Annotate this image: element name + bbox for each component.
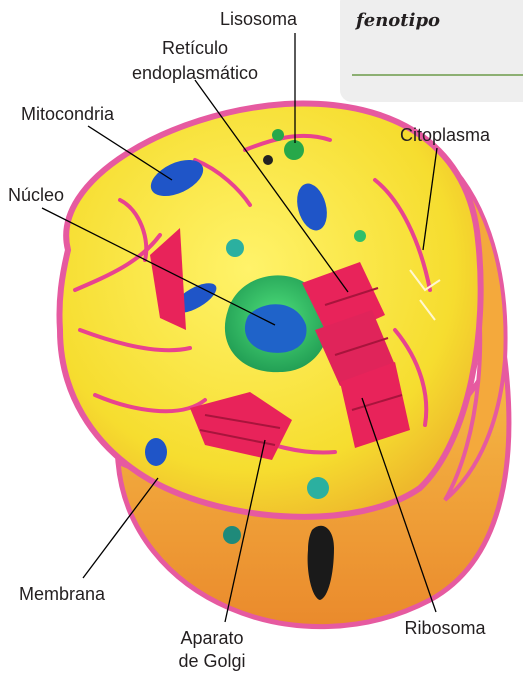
label-membrana: Membrana — [19, 584, 106, 604]
vesicle — [226, 239, 244, 257]
label-reticulo-line1: Retículo — [162, 38, 228, 58]
label-aparato-line2: de Golgi — [178, 651, 245, 671]
label-mitocondria: Mitocondria — [21, 104, 115, 124]
label-aparato-line1: Aparato — [180, 628, 243, 648]
lysosome — [284, 140, 304, 160]
label-nucleo: Núcleo — [8, 185, 64, 205]
note-title: fenotipo — [354, 10, 440, 31]
note-box: fenotipo — [340, 0, 523, 102]
label-reticulo-line2: endoplasmático — [132, 63, 258, 83]
vesicle — [307, 477, 329, 499]
mitochondrion — [145, 438, 167, 466]
cell-illustration — [59, 104, 508, 627]
lysosome — [272, 129, 284, 141]
label-citoplasma: Citoplasma — [400, 125, 491, 145]
label-lisosoma: Lisosoma — [220, 9, 298, 29]
vesicle — [263, 155, 273, 165]
label-ribosoma: Ribosoma — [404, 618, 486, 638]
vesicle — [223, 526, 241, 544]
vesicle — [354, 230, 366, 242]
